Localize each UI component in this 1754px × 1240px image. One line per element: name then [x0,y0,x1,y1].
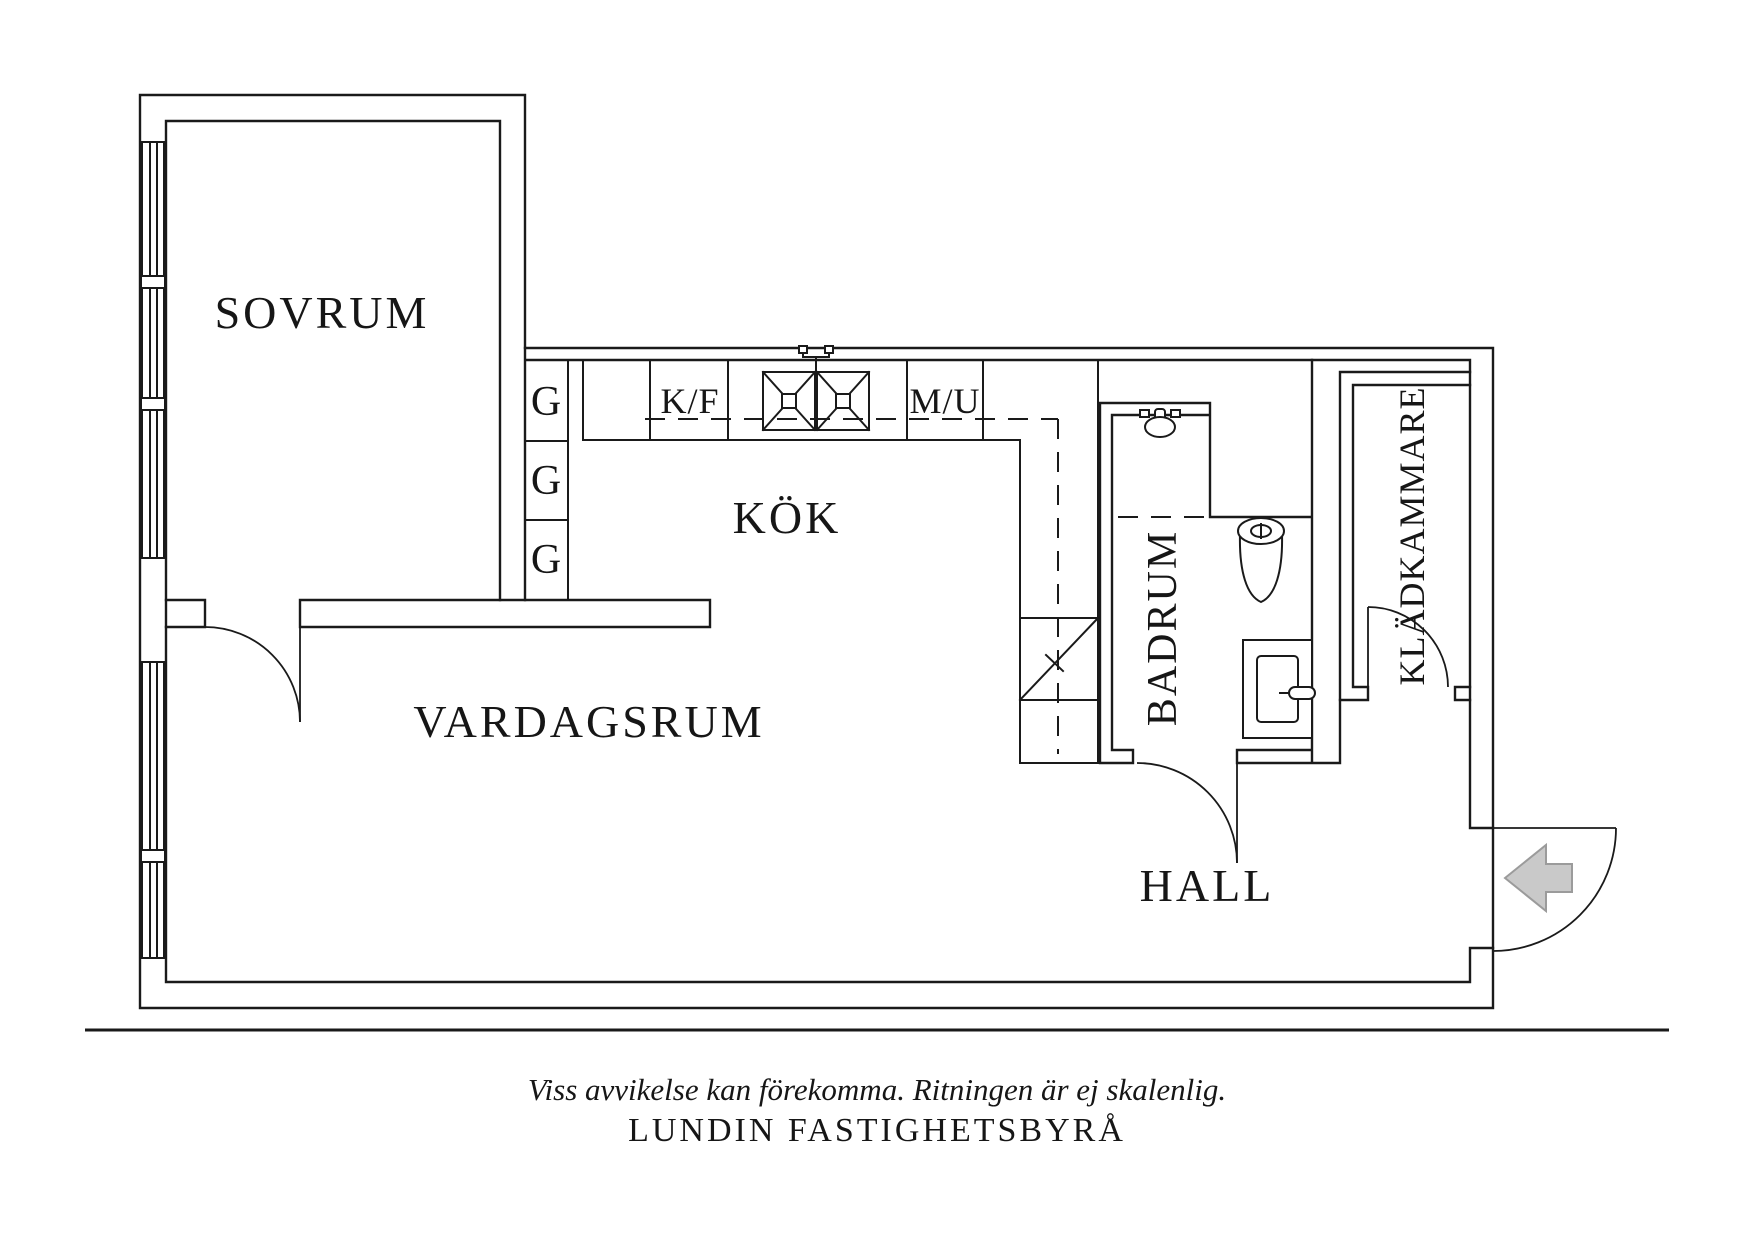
g-cabinet-column [524,359,569,601]
room-label-vardagsrum: VARDAGSRUM [413,696,764,747]
sovrum-divider-wall [164,598,712,629]
entrance-arrow-icon [1503,842,1573,914]
vardagsrum-window [140,661,166,959]
sink-icon [1242,639,1316,739]
kladkammare-door [1367,606,1449,688]
room-label-sovrum: SOVRUM [215,287,430,338]
room-label-hall: HALL [1140,860,1275,911]
appliance-label-kf: K/F [660,381,719,421]
washbasin-icon [1139,408,1181,438]
cabinet-label-g1: G [531,379,561,425]
footer-disclaimer: Viss avvikelse kan förekomma. Ritningen … [528,1072,1226,1107]
room-label-kladkammare: KLÄDKAMMARE [1392,387,1432,686]
badrum-door [1136,762,1238,864]
sovrum-door [204,626,301,723]
cabinet-label-g3: G [531,537,561,583]
bathroom-fixtures [1118,408,1316,739]
kladkammare-walls [1338,370,1472,702]
cabinet-label-g2: G [531,458,561,504]
kitchen-fittings [524,345,1100,764]
footer: Viss avvikelse kan förekomma. Ritningen … [85,1028,1669,1149]
room-label-badrum: BADRUM [1140,530,1186,726]
windows [140,141,166,959]
inner-wall [164,119,1495,984]
appliance-labels: G G G K/F M/U [531,379,980,583]
room-labels: SOVRUM VARDAGSRUM KÖK HALL BADRUM KLÄDKA… [215,287,1432,911]
toilet-icon [1237,517,1285,604]
doors [204,606,1617,952]
appliance-label-mu: M/U [909,381,980,421]
walls [138,93,1495,1010]
kitchen-counter [582,359,1099,764]
room-label-kok: KÖK [733,492,842,543]
counter-dashed-line [645,418,1059,754]
entrance-door [1492,827,1617,952]
sovrum-window [140,141,166,559]
footer-brand: LUNDIN FASTIGHETSBYRÅ [628,1112,1126,1149]
outer-wall [138,93,1495,1010]
kitchen-sink-icon [761,345,871,432]
